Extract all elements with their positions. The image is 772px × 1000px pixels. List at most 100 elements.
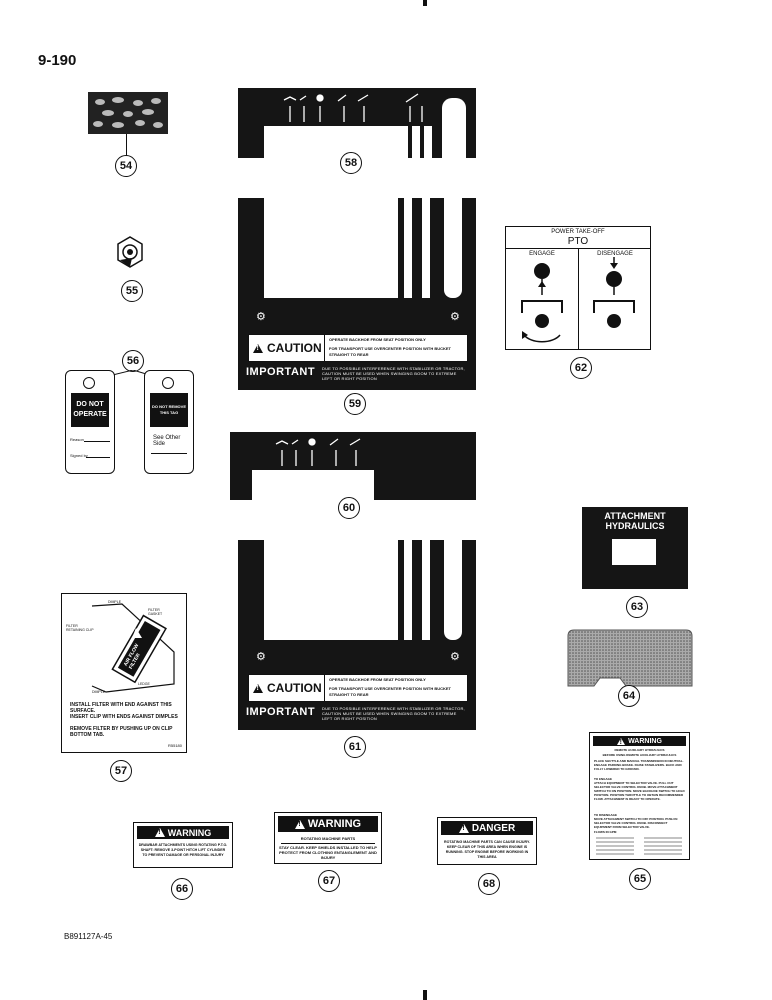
danger-decal: DANGER ROTATING MACHINE PARTS CAN CAUSE … xyxy=(437,817,537,865)
tag-text-line2: OPERATE xyxy=(73,411,107,418)
panel-window-slot-3 xyxy=(442,98,466,158)
panel-window-slot-1 xyxy=(404,198,412,298)
tag-field-reason: Reason xyxy=(70,437,84,442)
control-panel-decal-58 xyxy=(238,88,476,158)
decal-63-line1: BEFORE USING REMOTE AUXILIARY HYDRAULICS xyxy=(602,753,677,757)
pto-disengage-label: DISENGAGE xyxy=(597,251,633,257)
decal-66-body: ROTATING MACHINE PARTS CAN CAUSE INJURY.… xyxy=(444,840,530,859)
tag-field-signed: Signed by xyxy=(70,453,88,458)
important-title: IMPORTANT xyxy=(246,366,316,378)
label-dimple-top: DIMPLE xyxy=(108,600,122,604)
instruction-2: INSERT CLIP WITH ENDS AGAINST DIMPLES xyxy=(70,714,178,720)
tag-back-note: See Other Side xyxy=(153,435,181,447)
tag-front-warning: DO NOT OPERATE xyxy=(71,393,109,427)
callout-60: 60 xyxy=(338,497,360,519)
decal-63-line2: PLACE SHUTTLE AND MANUAL TRANSMISSION IN… xyxy=(594,759,684,771)
important-text: DUE TO POSSIBLE INTERFERENCE WITH STABIL… xyxy=(322,706,465,721)
filter-diagram xyxy=(91,603,175,693)
flow-table xyxy=(596,837,682,855)
callout-58: 58 xyxy=(340,152,362,174)
tag-back-line2: THIS TAG xyxy=(159,410,179,415)
callout-56: 56 xyxy=(122,350,144,372)
panel-window-large xyxy=(264,198,398,298)
caution-label: CAUTION OPERATE BACKHOE FROM SEAT POSITI… xyxy=(248,334,468,362)
danger-icon xyxy=(458,823,469,833)
important-text: DUE TO POSSIBLE INTERFERENCE WITH STABIL… xyxy=(322,366,465,381)
caution-line2: FOR TRANSPORT USE OVERCENTER POSITION WI… xyxy=(329,686,452,697)
pivot-icon-left: ⚙ xyxy=(256,311,266,323)
callout-67: 62 xyxy=(570,357,592,379)
panel-window-slot-2 xyxy=(422,198,430,298)
callout-62: 63 xyxy=(626,596,648,618)
panel-window-slot-1 xyxy=(412,126,420,158)
warning-icon xyxy=(294,819,305,829)
grille-pattern xyxy=(93,97,163,128)
rotating-parts-warning-decal: WARNING ROTATING MACHINE PARTS STAY CLEA… xyxy=(274,812,382,864)
tag-field-signed-line xyxy=(86,457,110,458)
decal-68-body: DRAWBAR ATTACHMENTS USING ROTATING P.T.O… xyxy=(138,843,228,857)
panel-window-large xyxy=(264,126,408,158)
caution-title: CAUTION xyxy=(249,675,325,701)
callout-59: 59 xyxy=(344,393,366,415)
tag-hole xyxy=(162,377,174,389)
decal-63-sec3: FLOWS IN GPM xyxy=(594,830,617,834)
decal-65-header: WARNING xyxy=(278,816,378,832)
lever-symbols xyxy=(275,438,361,466)
label-ledge: LEDGE xyxy=(138,682,150,686)
tag-back-warning: DO NOT REMOVE THIS TAG xyxy=(150,393,188,427)
decal-63-header: WARNING xyxy=(593,736,686,746)
control-panel-decal-60 xyxy=(230,432,476,500)
pto-subtitle: PTO xyxy=(567,236,589,247)
remote-hydraulics-warning-decal: WARNING REMOTE AUXILIARY HYDRAULICS BEFO… xyxy=(589,732,690,860)
pto-engage-label: ENGAGE xyxy=(529,251,555,257)
do-not-operate-tag-front: DO NOT OPERATE Reason Signed by xyxy=(65,370,115,474)
panel-window-slot-3 xyxy=(444,198,462,298)
backhoe-caution-decal-59: ⚙ ⚙ CAUTION OPERATE BACKHOE FROM SEAT PO… xyxy=(238,198,476,390)
decal-66-header-text: DANGER xyxy=(471,822,516,834)
callout-63: 65 xyxy=(629,868,651,890)
label-dimple-bottom: DIMPLE xyxy=(92,690,106,694)
tag-field-reason-line xyxy=(84,441,110,442)
decal-65-divider xyxy=(281,843,375,844)
decal-63-sub: REMOTE AUXILIARY HYDRAULICS xyxy=(614,748,665,752)
attachment-hydraulics-line1: ATTACHMENT xyxy=(604,511,666,521)
figure-id: B891127A-45 xyxy=(64,932,113,941)
page-number: 9-190 xyxy=(38,52,77,69)
leader-54 xyxy=(126,134,127,156)
tag-hole xyxy=(83,377,95,389)
hydraulics-window xyxy=(612,539,656,565)
panel-window-slot-2 xyxy=(424,126,432,158)
callout-65: 67 xyxy=(318,870,340,892)
hex-nut-icon xyxy=(117,236,143,268)
callout-68: 66 xyxy=(171,878,193,900)
pivot-icon-left: ⚙ xyxy=(256,651,266,663)
attachment-hydraulics-decal: ATTACHMENT HYDRAULICS xyxy=(582,507,688,589)
caution-line1: OPERATE BACKHOE FROM SEAT POSITION ONLY xyxy=(329,337,426,342)
caution-warning-icon xyxy=(253,343,263,353)
callout-64: 64 xyxy=(618,685,640,707)
decal-68-header-text: WARNING xyxy=(167,827,212,838)
do-not-operate-tag-back: DO NOT REMOVE THIS TAG See Other Side xyxy=(144,370,194,474)
pto-diagram xyxy=(521,257,635,343)
caution-label: CAUTION OPERATE BACKHOE FROM SEAT POSITI… xyxy=(248,674,468,702)
textured-plate xyxy=(567,629,693,687)
decal-63-sec2-text: MOVE ATTACHMENT SWITCH TO OFF POSITION. … xyxy=(594,817,678,829)
panel-window-large xyxy=(252,470,374,500)
callout-54: 54 xyxy=(115,155,137,177)
panel-window-slot-1 xyxy=(404,540,412,640)
pto-title: POWER TAKE-OFF xyxy=(551,229,605,235)
label-retaining-clip: FILTER RETAINING CLIP xyxy=(66,624,94,632)
panel-window-slot-2 xyxy=(422,540,430,640)
label-filter-gasket: FILTER GASKET xyxy=(148,608,163,616)
decal-68-header: WARNING xyxy=(137,826,229,839)
instruction-3: REMOVE FILTER BY PUSHING UP ON CLIP BOTT… xyxy=(70,726,173,738)
callout-57: 57 xyxy=(110,760,132,782)
grille-decal xyxy=(88,92,168,134)
caution-title-text: CAUTION xyxy=(267,341,322,355)
decal-63-sec1-text: ATTACH EQUIPMENT TO SELECTOR VALVE. PULL… xyxy=(594,781,685,801)
attachment-hydraulics-line2: HYDRAULICS xyxy=(605,521,665,531)
tag-back-logo xyxy=(151,453,187,460)
caution-line1: OPERATE BACKHOE FROM SEAT POSITION ONLY xyxy=(329,677,426,682)
tag-back-line1: DO NOT REMOVE xyxy=(151,404,186,409)
pivot-icon-right: ⚙ xyxy=(450,651,460,663)
